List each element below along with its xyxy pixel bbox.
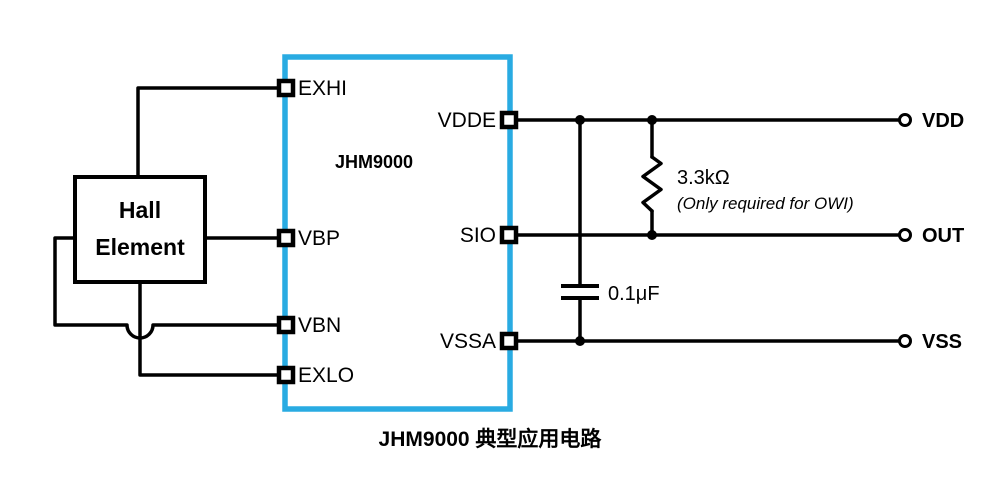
- pin-label-exlo: EXLO: [298, 364, 354, 387]
- resistor-value-label: 3.3kΩ: [677, 167, 730, 189]
- terminal-circle-out: [898, 228, 912, 242]
- hall-element: Hall Element: [73, 175, 207, 284]
- wire-exlo: [138, 280, 281, 377]
- junction-dot-cap-vdd: [575, 115, 585, 125]
- ic-jhm9000: JHM9000 EXHI VBP VBN EXLO VDDE SIO V: [276, 54, 519, 412]
- hall-element-box: [73, 175, 207, 284]
- pin-label-vssa: VSSA: [440, 330, 496, 353]
- pin-pad-exhi: [276, 78, 296, 98]
- pin-label-exhi: EXHI: [298, 77, 347, 100]
- diagram-caption: JHM9000 典型应用电路: [379, 427, 603, 451]
- terminal-circle-vdd: [898, 113, 912, 127]
- junction-dot-res-out: [647, 230, 657, 240]
- junction-dot-cap-vss: [575, 336, 585, 346]
- capacitor: 0.1μF: [561, 283, 660, 305]
- terminal-out: OUT: [898, 225, 964, 247]
- pin-label-vbp: VBP: [298, 227, 340, 250]
- terminal-label-out: OUT: [922, 225, 964, 247]
- terminal-label-vss: VSS: [922, 331, 962, 353]
- terminal-circle-vss: [898, 334, 912, 348]
- pin-pad-vdde: [499, 110, 519, 130]
- hall-element-label-line1: Hall: [119, 197, 161, 223]
- junction-dots: [575, 115, 657, 346]
- pin-label-vdde: VDDE: [438, 109, 496, 132]
- pin-label-sio: SIO: [460, 224, 496, 247]
- junction-dot-res-vdd: [647, 115, 657, 125]
- pin-pad-vssa: [499, 331, 519, 351]
- terminal-vdd: VDD: [898, 110, 964, 132]
- pin-pad-vbp: [276, 228, 296, 248]
- resistor-note-label: (Only required for OWI): [677, 194, 854, 213]
- resistor-zigzag-symbol: [641, 155, 663, 213]
- ic-name-label: JHM9000: [335, 152, 413, 172]
- ic-right-pin-pads: [499, 110, 519, 351]
- resistor: 3.3kΩ (Only required for OWI): [641, 155, 854, 213]
- pin-pad-sio: [499, 225, 519, 245]
- pin-pad-vbn: [276, 315, 296, 335]
- pin-pad-exlo: [276, 365, 296, 385]
- capacitor-value-label: 0.1μF: [608, 283, 660, 305]
- pin-label-vbn: VBN: [298, 314, 341, 337]
- ic-left-pin-pads: [276, 78, 296, 385]
- terminal-vss: VSS: [898, 331, 962, 353]
- wire-exhi: [136, 86, 281, 179]
- hall-element-label-line2: Element: [95, 234, 185, 260]
- terminals: VDD OUT VSS: [898, 110, 964, 353]
- terminal-label-vdd: VDD: [922, 110, 964, 132]
- wire-vbn-with-hop: [53, 236, 281, 340]
